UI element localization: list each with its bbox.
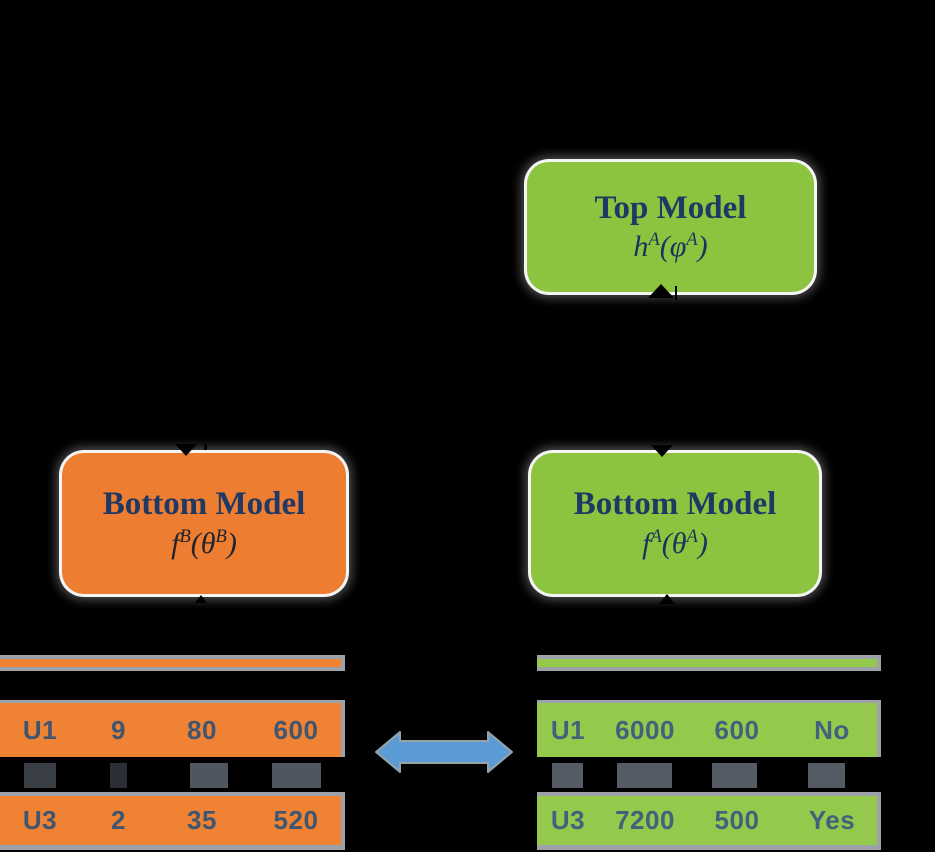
redacted-cell	[110, 763, 127, 788]
table-row: U1 9 80 600	[0, 700, 345, 757]
formula-paren: (	[190, 526, 201, 560]
bottom-model-a-box: Bottom Model fA(θA)	[531, 453, 819, 594]
formula-paren: )	[697, 526, 708, 560]
row-id-cell: U1	[550, 714, 586, 745]
table-row: U3 2 35 520	[0, 792, 345, 850]
table-row: U1 6000 600 No	[537, 700, 881, 757]
formula-superscript: A	[648, 229, 660, 251]
formula-paren: )	[226, 526, 237, 560]
formula-superscript: A	[686, 525, 698, 547]
formula-function: f	[642, 526, 651, 560]
formula-argument: θ	[671, 526, 687, 560]
value-cell: 80	[187, 714, 217, 745]
formula-superscript: B	[179, 525, 191, 547]
redacted-cell	[190, 763, 228, 788]
bottom-model-b-title: Bottom Model	[102, 486, 306, 523]
arrow-shaft-tick	[675, 286, 677, 300]
value-cell: 520	[273, 805, 319, 835]
value-cell: 600	[273, 714, 319, 745]
table-top-border	[0, 655, 345, 671]
arrowhead-up-icon	[659, 594, 675, 604]
formula-paren: )	[697, 230, 708, 264]
value-cell: 500	[714, 805, 760, 835]
table-row: U3 7200 500 Yes	[537, 792, 881, 850]
value-cell: 7200	[615, 805, 675, 835]
bottom-model-b-box: Bottom Model fB(θB)	[62, 453, 346, 594]
value-cell: 9	[111, 714, 126, 745]
arrowhead-up-icon	[195, 595, 207, 603]
table-row-redacted	[537, 757, 881, 792]
value-cell: 2	[111, 805, 126, 835]
formula-paren: (	[659, 230, 670, 264]
double-arrow-icon	[375, 731, 513, 773]
redacted-cell	[808, 763, 845, 788]
redacted-cell	[24, 763, 56, 788]
redacted-cell	[712, 763, 757, 788]
formula-paren: (	[661, 526, 672, 560]
party-a-table: U1 6000 600 No U3 7200 500 Yes	[537, 655, 881, 850]
row-id-cell: U3	[22, 805, 58, 835]
bottom-model-a-formula: fA(θA)	[642, 527, 708, 561]
formula-function: f	[171, 526, 180, 560]
formula-function: h	[633, 230, 649, 264]
value-cell: Yes	[808, 805, 856, 835]
value-cell: 600	[714, 714, 760, 745]
table-row-redacted	[0, 757, 345, 792]
arrow-shaft-tick	[204, 444, 207, 450]
formula-argument: θ	[200, 526, 216, 560]
formula-superscript: A	[650, 525, 662, 547]
value-cell: 6000	[615, 714, 675, 745]
redacted-cell	[552, 763, 583, 788]
table-header-row	[0, 671, 345, 700]
formula-superscript: A	[686, 229, 698, 251]
redacted-cell	[617, 763, 672, 788]
bottom-model-a-title: Bottom Model	[573, 486, 777, 523]
value-cell: 35	[187, 805, 217, 835]
value-cell: No	[814, 714, 850, 745]
formula-argument: φ	[669, 230, 687, 264]
party-b-table: U1 9 80 600 U3 2 35 520	[0, 655, 345, 850]
table-header-row	[537, 671, 881, 700]
arrowhead-up-icon	[648, 284, 674, 298]
formula-superscript: B	[215, 525, 227, 547]
bottom-model-b-formula: fB(θB)	[171, 527, 237, 561]
arrowhead-down-icon	[651, 445, 673, 457]
row-id-cell: U1	[22, 714, 58, 745]
table-top-border	[537, 655, 881, 671]
top-model-formula: hA(φA)	[633, 230, 707, 264]
arrowhead-down-icon	[175, 444, 197, 456]
top-model-title: Top Model	[594, 189, 747, 226]
row-id-cell: U3	[550, 805, 586, 835]
top-model-box: Top Model hA(φA)	[527, 162, 814, 292]
redacted-cell	[272, 763, 321, 788]
